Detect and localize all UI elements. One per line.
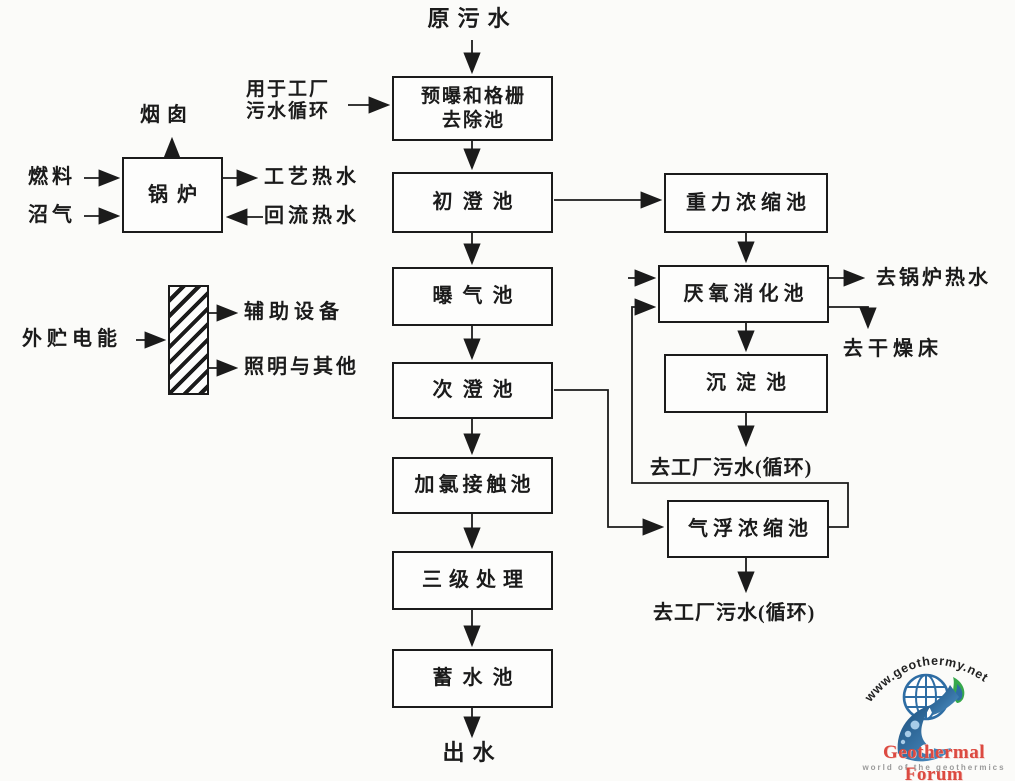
label-effluent: 出水 <box>442 740 503 765</box>
label-to-boiler-hot-water: 去锅炉热水 <box>876 267 991 289</box>
box-pre-aeration-line1: 预曝和格栅 <box>420 85 526 107</box>
box-aeration-tank-label: 曝气池 <box>432 285 523 307</box>
box-sedimentation-tank-label: 沉淀池 <box>706 372 796 394</box>
box-aeration-tank: 曝气池 <box>392 267 553 326</box>
box-anaerobic-digester: 厌氧消化池 <box>658 265 829 323</box>
box-storage-tank: 蓄水池 <box>392 649 553 708</box>
label-to-drying-bed: 去干燥床 <box>843 338 943 360</box>
box-primary-clarifier: 初澄池 <box>392 172 553 233</box>
label-reuse-note: 用于工厂 污水循环 <box>246 79 330 123</box>
label-chimney: 烟囱 <box>140 104 194 126</box>
box-sedimentation-tank: 沉淀池 <box>664 354 828 413</box>
label-external-power: 外贮电能 <box>22 328 122 350</box>
box-gravity-thickener-label: 重力浓缩池 <box>686 191 811 214</box>
box-pre-aeration-grit-removal: 预曝和格栅 去除池 <box>392 76 553 141</box>
label-aux-equipment: 辅助设备 <box>244 301 344 323</box>
box-secondary-clarifier: 次澄池 <box>392 362 553 419</box>
figure-swoosh <box>897 685 959 762</box>
label-fuel: 燃料 <box>28 166 76 188</box>
box-primary-clarifier-label: 初澄池 <box>432 191 523 213</box>
box-chlorine-contact-tank: 加氯接触池 <box>392 457 553 514</box>
watermark-title: Geothermal Forum <box>882 742 986 781</box>
box-daf-thickener: 气浮浓缩池 <box>667 500 829 558</box>
label-lighting-other: 照明与其他 <box>244 356 359 378</box>
box-gravity-thickener: 重力浓缩池 <box>664 173 828 233</box>
box-anaerobic-digester-label: 厌氧消化池 <box>683 282 809 305</box>
label-return-hot-water: 回流热水 <box>264 205 360 227</box>
box-tertiary-treatment-label: 三级处理 <box>422 569 530 591</box>
box-boiler-label: 锅炉 <box>148 183 206 206</box>
box-secondary-clarifier-label: 次澄池 <box>432 379 523 401</box>
arrow-secondary-to-daf <box>554 389 665 536</box>
watermark-subtitle: world of the geothermics <box>862 763 1006 772</box>
label-reuse-note-line2: 污水循环 <box>246 100 331 122</box>
hatched-energy-block <box>168 285 209 395</box>
box-chlorine-contact-label: 加氯接触池 <box>414 474 535 496</box>
label-to-plant-sewage-recycle-2: 去工厂污水(循环) <box>653 602 816 624</box>
arrow-daf-recycle-to-digester <box>631 298 849 528</box>
label-raw-sewage: 原污水 <box>427 6 518 31</box>
box-daf-thickener-label: 气浮浓缩池 <box>688 517 813 540</box>
label-process-hot-water: 工艺热水 <box>264 166 360 188</box>
label-biogas: 沼气 <box>28 204 76 226</box>
label-reuse-note-line1: 用于工厂 <box>246 79 331 100</box>
arrow-digester-to-drying-bed <box>829 306 877 330</box>
box-tertiary-treatment: 三级处理 <box>392 551 553 610</box>
box-storage-tank-label: 蓄水池 <box>432 667 523 689</box>
box-pre-aeration-line2: 去除池 <box>441 109 505 131</box>
label-to-plant-sewage-recycle-1: 去工厂污水(循环) <box>650 457 813 479</box>
box-boiler: 锅炉 <box>122 157 223 233</box>
